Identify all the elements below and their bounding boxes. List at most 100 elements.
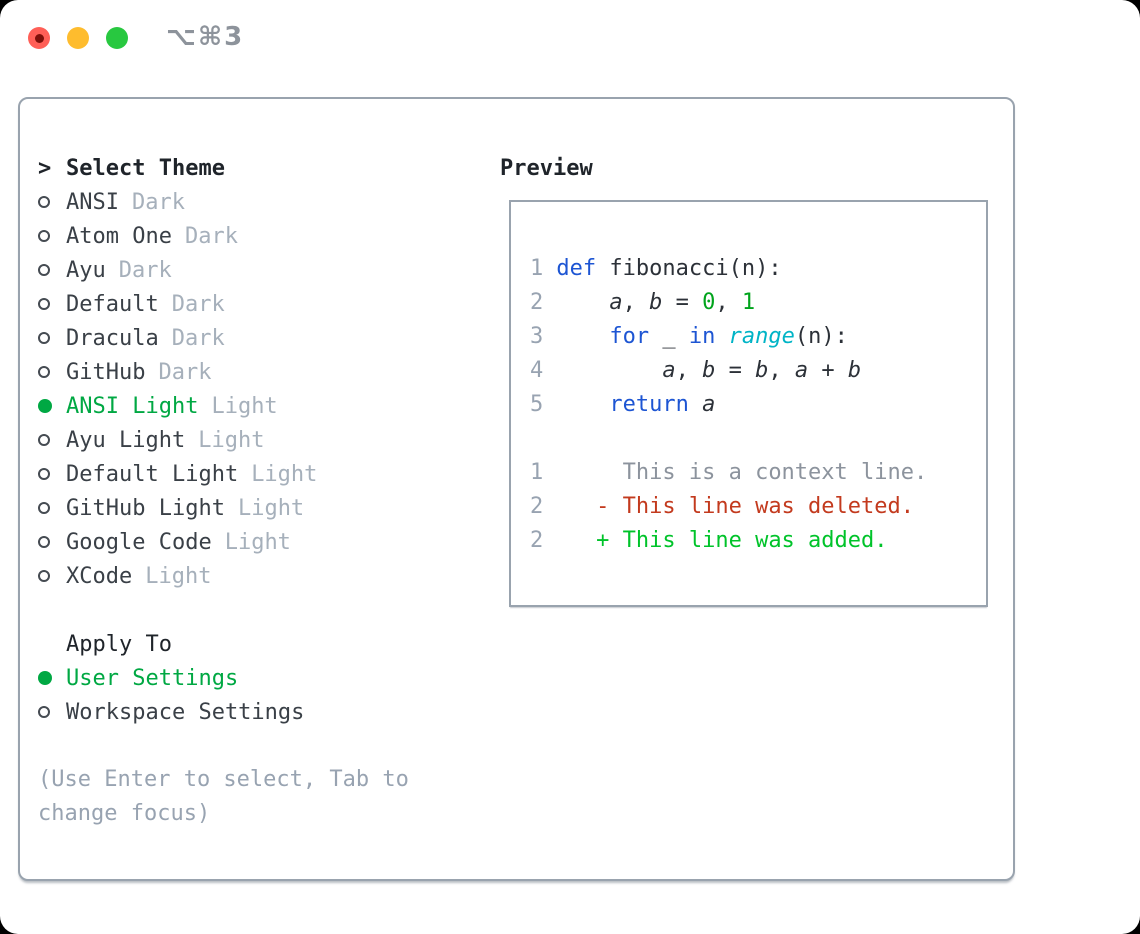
theme-name: Default Light xyxy=(66,461,239,487)
code-line: 2 - This line was deleted. xyxy=(530,489,986,523)
code-token xyxy=(689,392,702,417)
apply-option-label: User Settings xyxy=(66,665,239,691)
code-token: b xyxy=(755,357,769,383)
theme-variant-tag: Dark xyxy=(158,359,212,385)
theme-list-title: Select Theme xyxy=(66,155,225,181)
theme-name: Atom One xyxy=(66,223,172,249)
line-number: 2 xyxy=(530,493,544,519)
apply-option-workspace-settings[interactable]: Workspace Settings xyxy=(38,695,304,729)
zoom-button[interactable] xyxy=(106,27,128,49)
theme-name: GitHub xyxy=(66,359,146,385)
radio-icon xyxy=(38,366,66,378)
code-token: def xyxy=(556,255,597,281)
code-line: 3 for _ in range(n): xyxy=(530,319,986,353)
theme-variant-tag: Light xyxy=(237,495,305,521)
code-token: b xyxy=(847,357,862,383)
theme-list-header: > Select Theme xyxy=(38,151,317,185)
theme-variant-tag: Dark xyxy=(171,325,225,351)
radio-circle xyxy=(38,298,50,310)
code-token xyxy=(556,324,609,349)
preview-title: Preview xyxy=(500,155,593,181)
radio-icon xyxy=(38,264,66,276)
code-line xyxy=(530,421,986,455)
code-token: a xyxy=(609,289,623,315)
code-token: - This line was deleted. xyxy=(556,493,915,519)
code-token: , xyxy=(675,357,703,383)
code-line: 4 a, b = b, a + b xyxy=(530,353,986,387)
code-line: 2 a, b = 0, 1 xyxy=(530,285,986,319)
line-number: 5 xyxy=(530,391,544,417)
theme-variant-tag: Dark xyxy=(184,223,238,249)
line-number: 3 xyxy=(530,323,544,349)
radio-circle xyxy=(38,230,50,242)
apply-to-header: Apply To xyxy=(38,627,304,661)
radio-circle xyxy=(38,196,50,208)
code-token: 0 xyxy=(702,289,716,315)
minimize-button[interactable] xyxy=(67,27,89,49)
code-token xyxy=(556,392,609,417)
radio-icon xyxy=(38,502,66,514)
theme-variant-tag: Light xyxy=(145,563,212,589)
code-token xyxy=(715,324,728,349)
radio-circle xyxy=(38,468,50,480)
close-dot-icon xyxy=(34,33,44,43)
code-token: This is a context line. xyxy=(556,459,928,485)
theme-name: ANSI xyxy=(66,189,119,215)
code-token: = xyxy=(715,357,756,383)
apply-option-user-settings[interactable]: User Settings xyxy=(38,661,304,695)
radio-selected-icon xyxy=(38,671,66,685)
theme-option-atom-one[interactable]: Atom One Dark xyxy=(38,219,317,253)
radio-icon xyxy=(38,230,66,242)
radio-selected-icon xyxy=(38,399,66,413)
theme-option-github[interactable]: GitHub Dark xyxy=(38,355,317,389)
radio-circle xyxy=(38,264,50,276)
radio-circle xyxy=(38,332,50,344)
code-token: range xyxy=(728,323,795,349)
code-token: _ xyxy=(649,323,689,349)
keyboard-shortcut-label: ⌥⌘3 xyxy=(166,22,245,52)
line-number: 1 xyxy=(530,459,544,485)
code-token: (n): xyxy=(794,323,848,349)
theme-name: ANSI Light xyxy=(66,393,199,419)
code-token: b xyxy=(649,289,663,315)
theme-name: Default xyxy=(66,291,159,317)
code-token: + xyxy=(808,357,848,383)
radio-icon xyxy=(38,570,66,582)
theme-name: XCode xyxy=(66,563,133,589)
theme-variant-tag: Light xyxy=(211,393,278,419)
theme-variant-tag: Dark xyxy=(118,257,172,283)
code-token: return xyxy=(609,391,689,417)
close-button[interactable] xyxy=(28,27,50,49)
radio-circle xyxy=(38,536,50,548)
apply-to-title: Apply To xyxy=(66,631,172,657)
theme-name: GitHub Light xyxy=(66,495,225,521)
code-line: 5 return a xyxy=(530,387,986,421)
code-token xyxy=(556,290,609,315)
radio-circle xyxy=(38,671,52,685)
theme-name: Dracula xyxy=(66,325,159,351)
theme-name: Ayu Light xyxy=(66,427,186,453)
line-number: 1 xyxy=(530,255,544,281)
theme-option-dracula[interactable]: Dracula Dark xyxy=(38,321,317,355)
code-token: , xyxy=(768,357,795,383)
code-token: fibonacci(n): xyxy=(596,255,782,281)
code-line: 2 + This line was added. xyxy=(530,523,986,557)
theme-option-ansi[interactable]: ANSI Dark xyxy=(38,185,317,219)
apply-option-label: Workspace Settings xyxy=(66,699,305,725)
radio-icon xyxy=(38,536,66,548)
theme-variant-tag: Dark xyxy=(131,189,185,215)
theme-option-ansi-light[interactable]: ANSI Light Light xyxy=(38,389,317,423)
radio-circle xyxy=(38,434,50,446)
cursor-arrow-icon: > xyxy=(38,155,52,181)
theme-option-xcode[interactable]: XCode Light xyxy=(38,559,317,593)
theme-option-github-light[interactable]: GitHub Light Light xyxy=(38,491,317,525)
